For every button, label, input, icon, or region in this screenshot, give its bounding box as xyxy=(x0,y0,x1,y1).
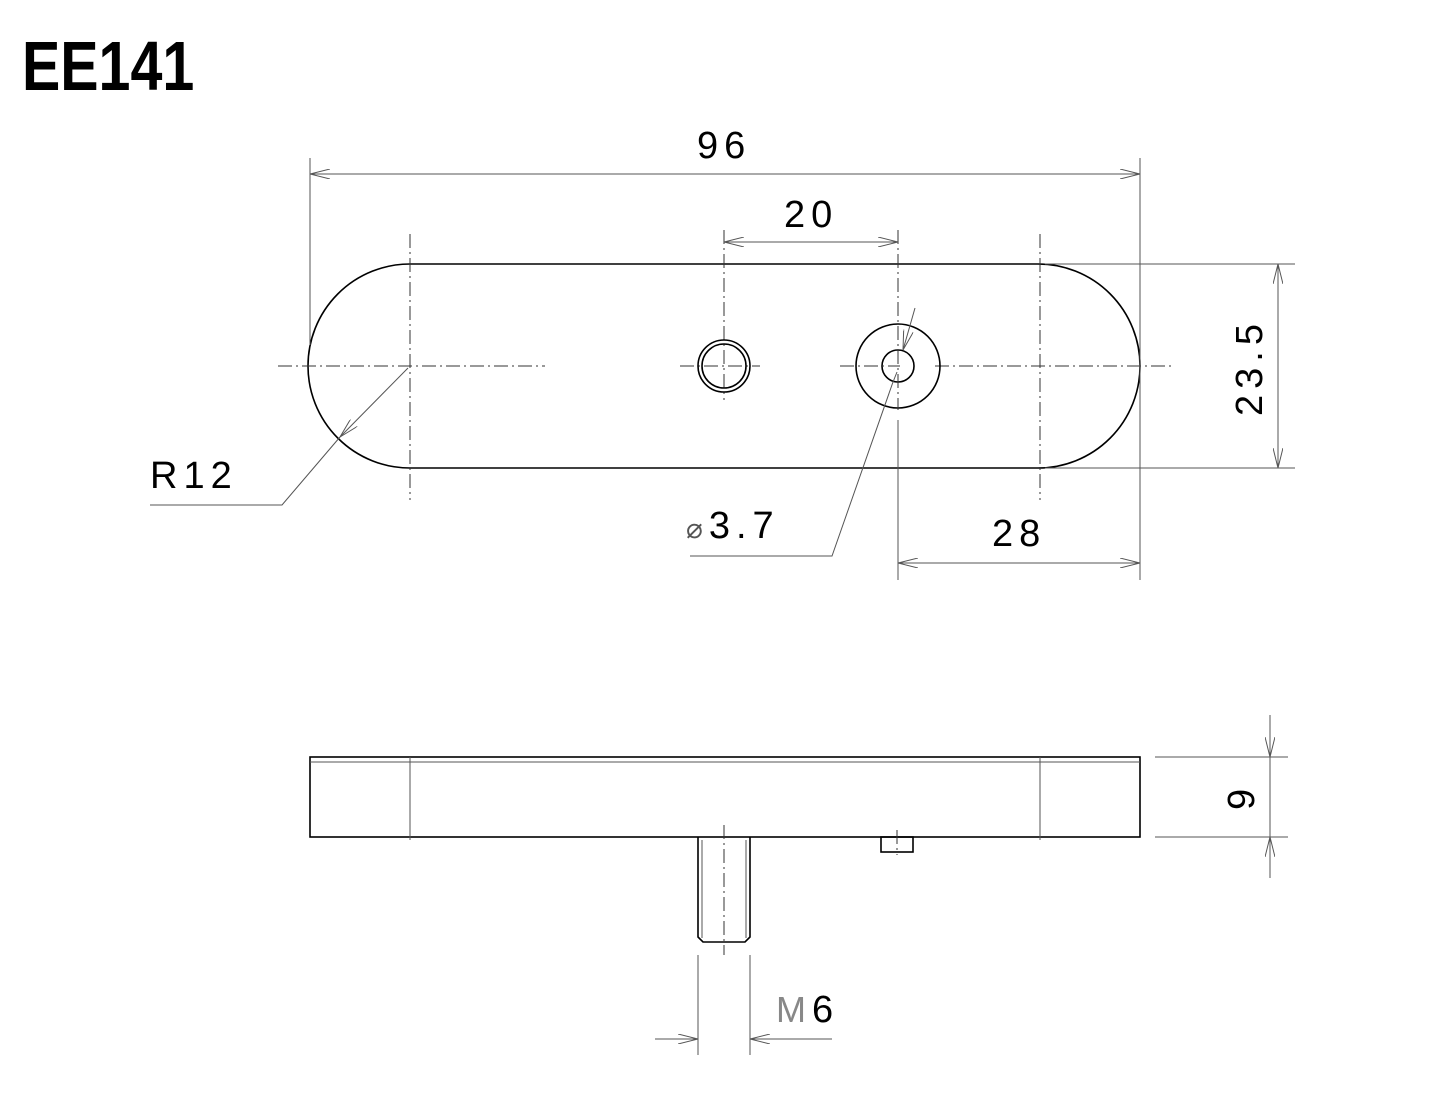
threaded-hole xyxy=(697,339,751,393)
threaded-stud xyxy=(697,837,751,943)
plate-body xyxy=(309,756,1141,838)
dim-hole-diameter: ⌀3.7 xyxy=(686,505,780,547)
dim-width: 23.5 xyxy=(1229,318,1271,416)
top-view: 96 20 23.5 28 R12 ⌀3.7 xyxy=(150,125,1295,580)
slot-outline xyxy=(307,263,1141,469)
dim-thickness: 9 xyxy=(1221,783,1263,810)
dim-end-offset: 28 xyxy=(992,513,1046,555)
dim-radius: R12 xyxy=(150,455,238,497)
drawing-title: EE141 xyxy=(22,27,194,106)
dim-hole-spacing: 20 xyxy=(784,194,838,236)
dim-thread: M6 xyxy=(776,989,839,1031)
side-view: M6 9 xyxy=(309,715,1288,1055)
dim-overall-length: 96 xyxy=(697,125,751,167)
